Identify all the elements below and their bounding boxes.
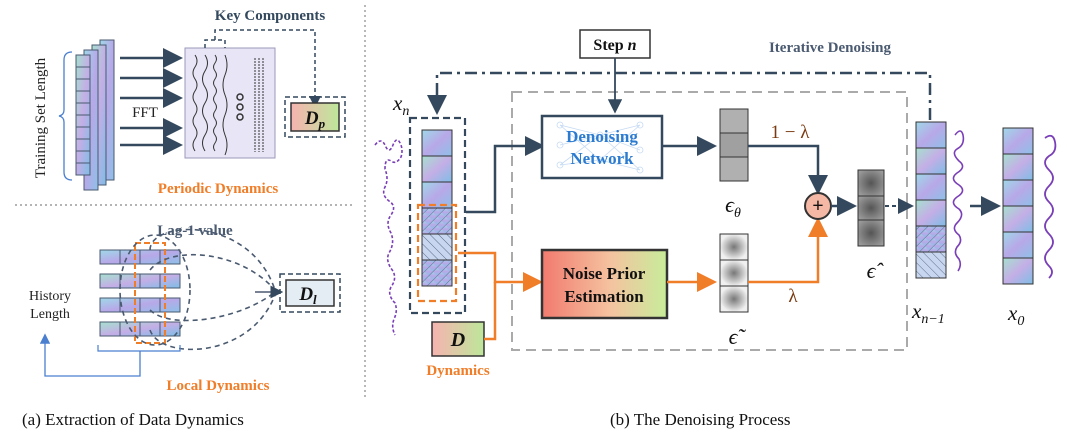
periodic-dynamics-label: Periodic Dynamics: [158, 181, 279, 197]
training-set-length-label: Training Set Length: [33, 57, 49, 178]
dynamics-label: Dynamics: [426, 363, 489, 379]
denoising-line2: Network: [570, 149, 634, 168]
dl-outer-box: [279, 273, 341, 313]
denoising-frame: [511, 91, 908, 351]
xn-to-network-arrow: [466, 136, 545, 214]
noisy-wave-left: [374, 139, 403, 336]
dynamics-arrow: [484, 282, 497, 341]
noise-line1: Noise Prior: [563, 264, 646, 283]
denoising-line1: Denoising: [566, 127, 638, 146]
key-components-label: Key Components: [215, 8, 326, 24]
eps-theta-column: [719, 108, 749, 182]
iterative-loop: [427, 71, 932, 120]
dynamics-box: [431, 321, 485, 357]
xn-label: xn: [392, 91, 409, 119]
dl-box: [285, 279, 335, 307]
local-dynamics-label: Local Dynamics: [167, 378, 270, 394]
eps-hat-column: [857, 169, 885, 247]
step-box: [579, 29, 651, 59]
history-arrow: [39, 333, 141, 377]
caption-left: (a) Extraction of Data Dynamics: [22, 410, 244, 429]
step-label: Step n: [593, 37, 636, 54]
iterative-denoising-label: Iterative Denoising: [769, 40, 892, 56]
dp-label: Dp: [304, 108, 326, 131]
noise-line2: Estimation: [564, 287, 644, 306]
fft-label: FFT: [132, 105, 158, 121]
xn-frame: [408, 116, 467, 315]
key-component-arrow: [214, 29, 321, 108]
network-graph-icon: [556, 121, 644, 174]
training-set-stack: [75, 39, 115, 191]
length-label: Length: [30, 307, 70, 322]
noise-prior-box: [540, 248, 669, 320]
ellipsis-dots: [236, 93, 244, 121]
lag1-value-label: Lag-1 value: [157, 223, 233, 239]
caption-right: (b) The Denoising Process: [610, 410, 791, 429]
lambda-label: λ: [788, 286, 798, 307]
history-bracket: [97, 345, 181, 352]
xn1-column: [915, 121, 947, 279]
wave-xn1: [952, 130, 965, 272]
x0-column: [1002, 127, 1034, 285]
xn1-label: xn−1: [911, 299, 945, 327]
history-grid: [99, 249, 181, 337]
fft-arrows: [120, 48, 183, 155]
dp-outer-box: [284, 96, 346, 138]
diagram-canvas: Key Components Training Set Length FFT D: [15, 5, 1057, 400]
plus-sign: +: [812, 195, 823, 217]
eps-theta-label: ϵθ: [725, 192, 741, 221]
xn-column: [421, 129, 453, 287]
frequency-waves: [192, 54, 264, 156]
eps-tilde-column: [719, 233, 749, 313]
lag-selection-box: [134, 242, 166, 344]
history-label: History: [29, 289, 71, 304]
xn-prior-segment: [416, 203, 458, 303]
dl-label: Dl: [298, 284, 317, 307]
frequency-spectrum-box: [184, 47, 276, 159]
xn-to-prior-arrow: [458, 251, 543, 292]
dp-box: [290, 102, 340, 132]
eps-tilde-label: ϵ̃: [729, 324, 747, 349]
lag-curves: [119, 228, 276, 351]
one-minus-lambda-label: 1 − λ: [771, 122, 811, 143]
training-length-bracket: [58, 51, 73, 181]
eps-hat-label: ϵ̂: [867, 258, 885, 283]
dynamics-d-label: D: [450, 329, 465, 351]
x0-label: x0: [1007, 301, 1024, 329]
wave-x0: [1044, 134, 1057, 279]
